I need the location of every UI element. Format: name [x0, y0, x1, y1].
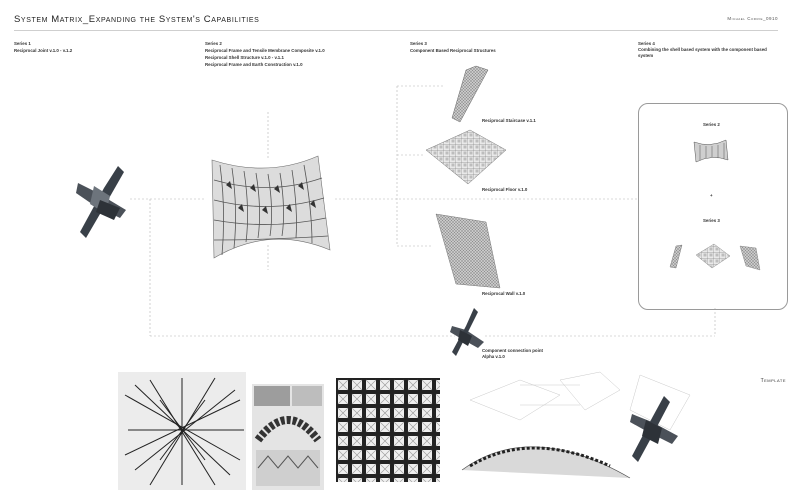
header-rule [14, 30, 778, 31]
template-label: Template [760, 378, 786, 384]
series-4-shell-thumbnail [693, 139, 729, 163]
page-title: System Matrix_Expanding the System's Cap… [14, 14, 260, 25]
template-strip [118, 371, 691, 490]
wall-label: Reciprocal Wall v.1.0 [482, 291, 526, 296]
series-4-heading: Series 4 [638, 41, 655, 46]
stick-frame-photo [124, 377, 244, 486]
diagram-sheet [252, 384, 324, 490]
waffle-grid-model [336, 378, 440, 482]
series-2-line: Reciprocal Frame and Earth Construction … [205, 62, 303, 67]
series-4-line: system [638, 52, 654, 58]
shell-template-drawing [461, 371, 691, 479]
floor-label: Reciprocal Floor v.1.0 [482, 187, 528, 192]
plus-sign: + [710, 193, 713, 198]
reciprocal-joint-drawing [76, 166, 126, 238]
reciprocal-staircase-drawing [451, 65, 489, 123]
box-series-3-label: Series 3 [703, 218, 720, 223]
connection-label: Component connection point Alpha v.1.0 [482, 348, 543, 359]
reciprocal-wall-drawing [435, 213, 501, 289]
staircase-label: Reciprocal Staircase v.1.1 [482, 118, 536, 123]
series-4-block: Series 4 Combining the shell based syste… [638, 40, 788, 58]
template-joint-drawing [630, 396, 678, 462]
connection-label-line: Alpha v.1.0 [482, 353, 505, 359]
series-3-block: Series 3 Component Based Reciprocal Stru… [410, 40, 496, 54]
series-4-box [638, 103, 788, 310]
connection-label-line: Component connection point [482, 348, 543, 353]
series-3-line: Component Based Reciprocal Structures [410, 48, 496, 53]
series-3-heading: Series 3 [410, 41, 427, 46]
box-series-2-label: Series 2 [703, 122, 720, 127]
series-2-heading: Series 2 [205, 41, 222, 46]
reciprocal-shell-drawing [211, 155, 331, 259]
author-name: Michael Corrie_0910 [727, 16, 778, 21]
series-2-block: Series 2 Reciprocal Frame and Tensile Me… [205, 40, 325, 68]
component-connection-drawing [450, 308, 484, 356]
reciprocal-floor-drawing [425, 129, 507, 185]
series-4-components [669, 243, 761, 271]
series-4-line: Combining the shell based system with th… [638, 47, 767, 52]
series-1-heading: Series 1 [14, 41, 31, 46]
connector-lines [130, 85, 716, 337]
series-1-line: Reciprocal Joint v.1.0 - v.1.2 [14, 48, 73, 53]
series-2-line: Reciprocal Shell Structure v.1.0 - v.1.1 [205, 55, 284, 60]
series-1-block: Series 1 Reciprocal Joint v.1.0 - v.1.2 [14, 40, 72, 54]
series-2-line: Reciprocal Frame and Tensile Membrane Co… [205, 48, 325, 53]
